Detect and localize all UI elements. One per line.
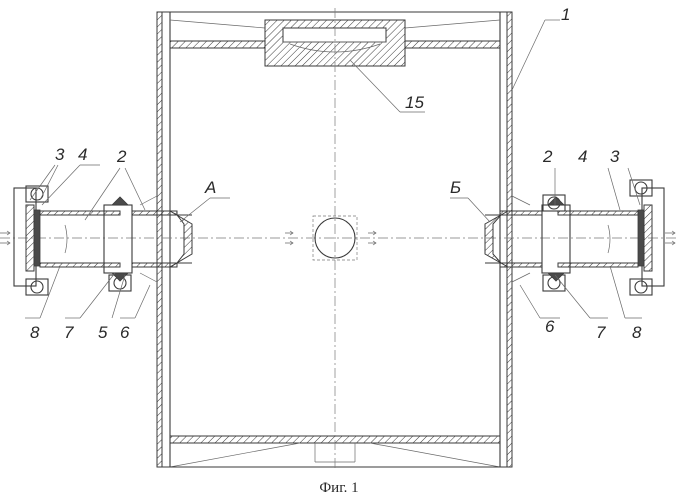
label-left-4: 4 [78,145,87,164]
label-right-3: 3 [610,147,620,166]
label-right-8: 8 [632,323,642,342]
label-left-2: 2 [116,147,127,166]
left-nozzle-assembly [0,186,192,295]
label-1: 1 [561,5,570,24]
label-right-2: 2 [542,147,553,166]
label-right-7: 7 [596,323,606,342]
figure-caption: Фиг. 1 [319,480,358,496]
label-right-6: 6 [545,317,555,336]
label-b: Б [450,178,461,197]
label-left-7: 7 [64,323,74,342]
label-left-6: 6 [120,323,130,342]
label-right-4: 4 [578,147,587,166]
label-15: 15 [405,93,424,112]
label-left-5: 5 [98,323,108,342]
right-nozzle-assembly [485,180,675,295]
label-a: А [204,178,216,197]
label-left-3: 3 [55,145,65,164]
drum-body [157,12,512,467]
label-left-8: 8 [30,323,40,342]
